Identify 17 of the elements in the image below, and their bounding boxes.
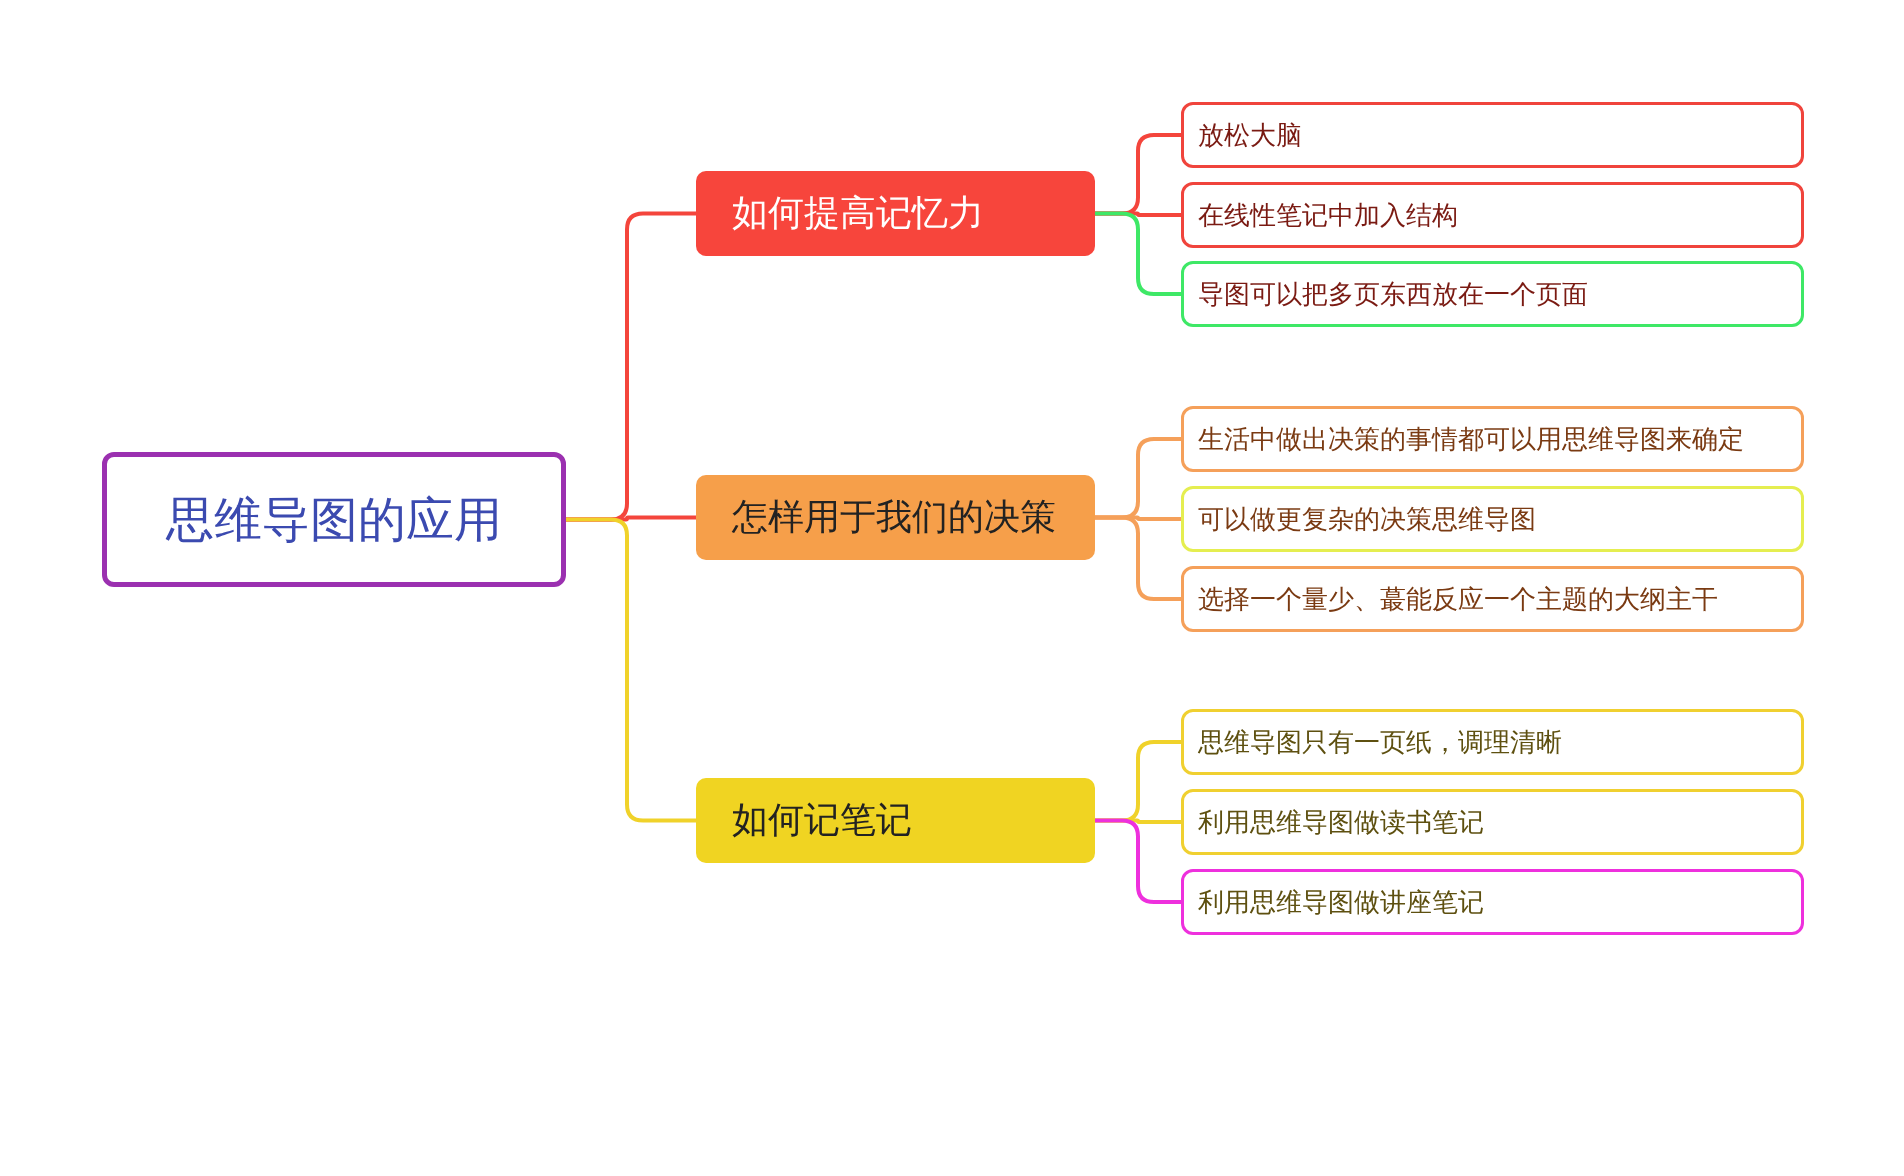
topic-box: 如何记笔记: [696, 778, 1095, 863]
connector-line: [566, 517, 696, 823]
central-topic-box: 思维导图的应用: [102, 452, 566, 587]
subtopic-box: 利用思维导图做读书笔记: [1181, 789, 1804, 855]
connector-line: [1095, 211, 1181, 296]
subtopic-box: 利用思维导图做讲座笔记: [1181, 869, 1804, 935]
connector-line: [1095, 515, 1181, 601]
subtopic-box: 选择一个量少、蕞能反应一个主题的大纲主干: [1181, 566, 1804, 632]
topic-box: 怎样用于我们的决策: [696, 475, 1095, 560]
subtopic-box: 思维导图只有一页纸，调理清晰: [1181, 709, 1804, 775]
subtopic-box: 放松大脑: [1181, 102, 1804, 168]
topic-box: 如何提高记忆力: [696, 171, 1095, 256]
subtopic-box: 在线性笔记中加入结构: [1181, 182, 1804, 248]
subtopic-box: 可以做更复杂的决策思维导图: [1181, 486, 1804, 552]
connector-line: [1095, 818, 1181, 904]
subtopic-box: 生活中做出决策的事情都可以用思维导图来确定: [1181, 406, 1804, 472]
subtopic-box: 导图可以把多页东西放在一个页面: [1181, 261, 1804, 327]
